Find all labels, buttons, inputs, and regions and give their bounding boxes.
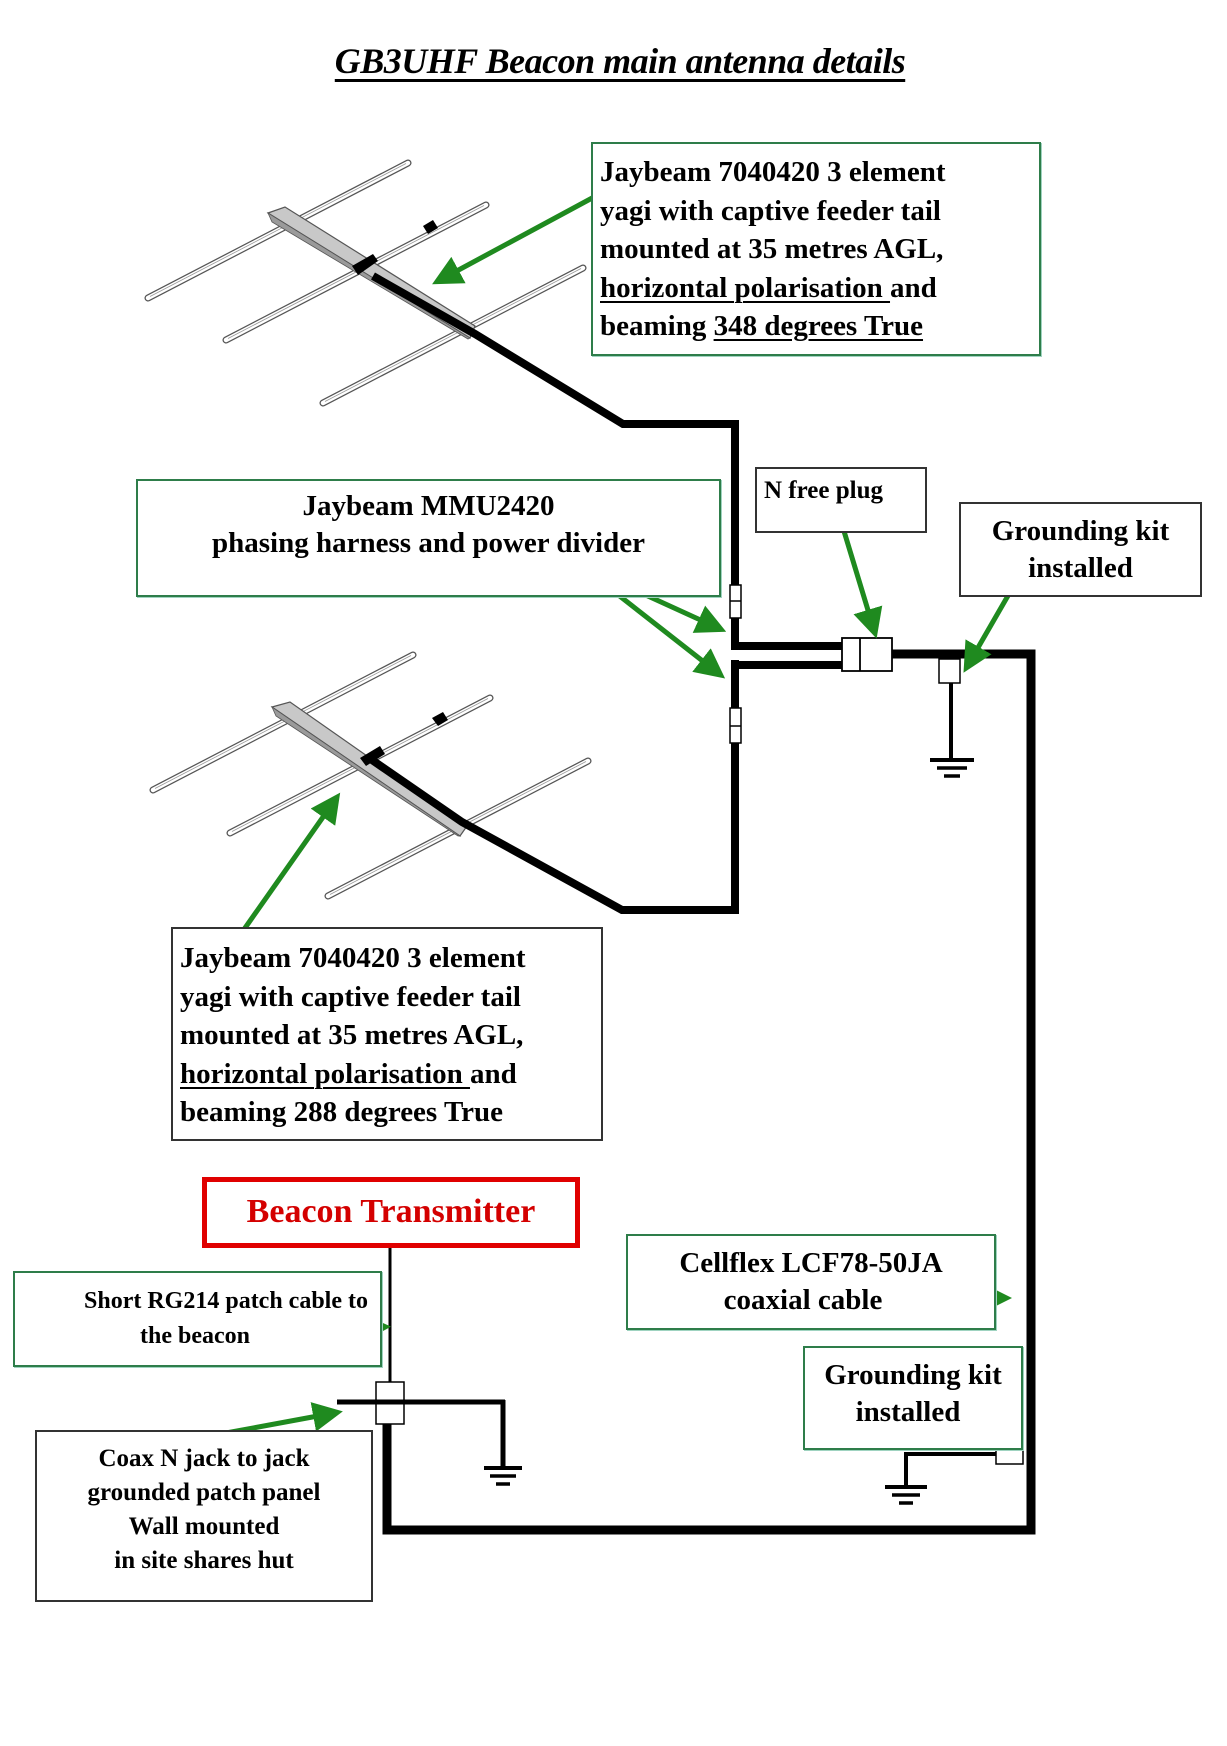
patch-cable-line2: the beacon xyxy=(140,1323,250,1349)
harness-connector-upper xyxy=(729,584,742,619)
upper-yagi-antenna-icon xyxy=(148,163,739,600)
bearing-348-underlined: 348 degrees True xyxy=(713,310,924,342)
page-title: GB3UHF Beacon main antenna details xyxy=(334,41,906,81)
upper-yagi-line5-prefix: beaming xyxy=(600,310,714,342)
ground-symbol-icon xyxy=(484,1466,522,1486)
lower-yagi-line2: yagi with captive feeder tail xyxy=(180,980,521,1013)
beacon-transmitter-label: Beacon Transmitter xyxy=(246,1193,536,1230)
lower-yagi-antenna-icon xyxy=(153,655,739,914)
harness-connector-lower xyxy=(729,707,742,744)
grounding-bottom-line2: installed xyxy=(855,1396,961,1428)
patch-panel-connector-icon xyxy=(337,1381,506,1468)
harness-line2: phasing harness and power divider xyxy=(212,527,645,559)
patch-panel-line3: Wall mounted xyxy=(128,1513,280,1540)
n-free-plug-callout: N free plug xyxy=(755,467,927,533)
harness-callout: Jaybeam MMU2420 phasing harness and powe… xyxy=(136,479,721,597)
polarisation-underlined: horizontal polarisation xyxy=(180,1057,471,1090)
upper-yagi-line4-rest: and xyxy=(890,271,937,304)
grounding-bottom-line1: Grounding kit xyxy=(824,1359,1002,1391)
patch-panel-callout: Coax N jack to jack grounded patch panel… xyxy=(35,1430,373,1602)
cellflex-callout: Cellflex LCF78-50JA coaxial cable xyxy=(626,1234,996,1330)
upper-yagi-line5: beaming 348 degrees True xyxy=(600,307,1039,346)
callout-arrow-icon xyxy=(432,194,597,285)
upper-yagi-line4: horizontal polarisation and xyxy=(600,269,1039,308)
cellflex-line2: coaxial cable xyxy=(723,1284,883,1316)
upper-yagi-line2: yagi with captive feeder tail xyxy=(600,194,941,227)
upper-yagi-callout: Jaybeam 7040420 3 element yagi with capt… xyxy=(591,142,1041,356)
ground-symbol-icon xyxy=(930,758,974,778)
cellflex-line1: Cellflex LCF78-50JA xyxy=(679,1247,943,1279)
patch-panel-line1: Coax N jack to jack xyxy=(98,1445,310,1472)
beacon-transmitter-box: Beacon Transmitter xyxy=(202,1177,580,1248)
grounding-top-line2: installed xyxy=(1028,552,1133,584)
lower-yagi-line1: Jaybeam 7040420 3 element xyxy=(180,942,526,974)
ground-symbol-icon xyxy=(885,1485,927,1505)
lower-yagi-callout: Jaybeam 7040420 3 element yagi with capt… xyxy=(171,927,603,1141)
patch-panel-line4: in site shares hut xyxy=(114,1547,294,1574)
grounding-top-line1: Grounding kit xyxy=(991,515,1170,547)
lower-yagi-line4: horizontal polarisation and xyxy=(180,1055,601,1094)
upper-feeder-cable xyxy=(371,272,739,600)
lower-yagi-line4-rest: and xyxy=(470,1057,517,1090)
grounding-kit-bottom-callout: Grounding kit installed xyxy=(803,1346,1023,1450)
patch-cable-callout: Short RG214 patch cable to the beacon xyxy=(13,1271,382,1367)
polarisation-underlined: horizontal polarisation xyxy=(600,271,891,304)
callout-arrow-icon xyxy=(837,515,883,639)
patch-panel-line2: grounded patch panel xyxy=(87,1479,321,1506)
lower-yagi-line3: mounted at 35 metres AGL, xyxy=(180,1019,524,1051)
callout-arrow-icon xyxy=(242,792,341,931)
lower-feeder-cable xyxy=(369,672,739,914)
upper-yagi-line3: mounted at 35 metres AGL, xyxy=(600,233,944,265)
patch-cable-line1: Short RG214 patch cable to xyxy=(84,1288,368,1314)
upper-yagi-line1: Jaybeam 7040420 3 element xyxy=(600,156,946,188)
callout-arrow-icon xyxy=(223,1402,343,1436)
upper-yagi-director xyxy=(323,268,583,403)
top-grounding-kit-icon xyxy=(938,658,961,760)
n-free-plug-connector-icon xyxy=(841,637,893,672)
harness-line1: Jaybeam MMU2420 xyxy=(302,490,555,522)
bottom-grounding-kit-icon xyxy=(904,1443,1024,1486)
grounding-kit-top-callout: Grounding kit installed xyxy=(959,502,1202,597)
n-plug-line1: N free plug xyxy=(764,477,883,504)
lower-yagi-line5: beaming 288 degrees True xyxy=(180,1096,504,1128)
callout-arrow-icon xyxy=(963,584,1016,673)
